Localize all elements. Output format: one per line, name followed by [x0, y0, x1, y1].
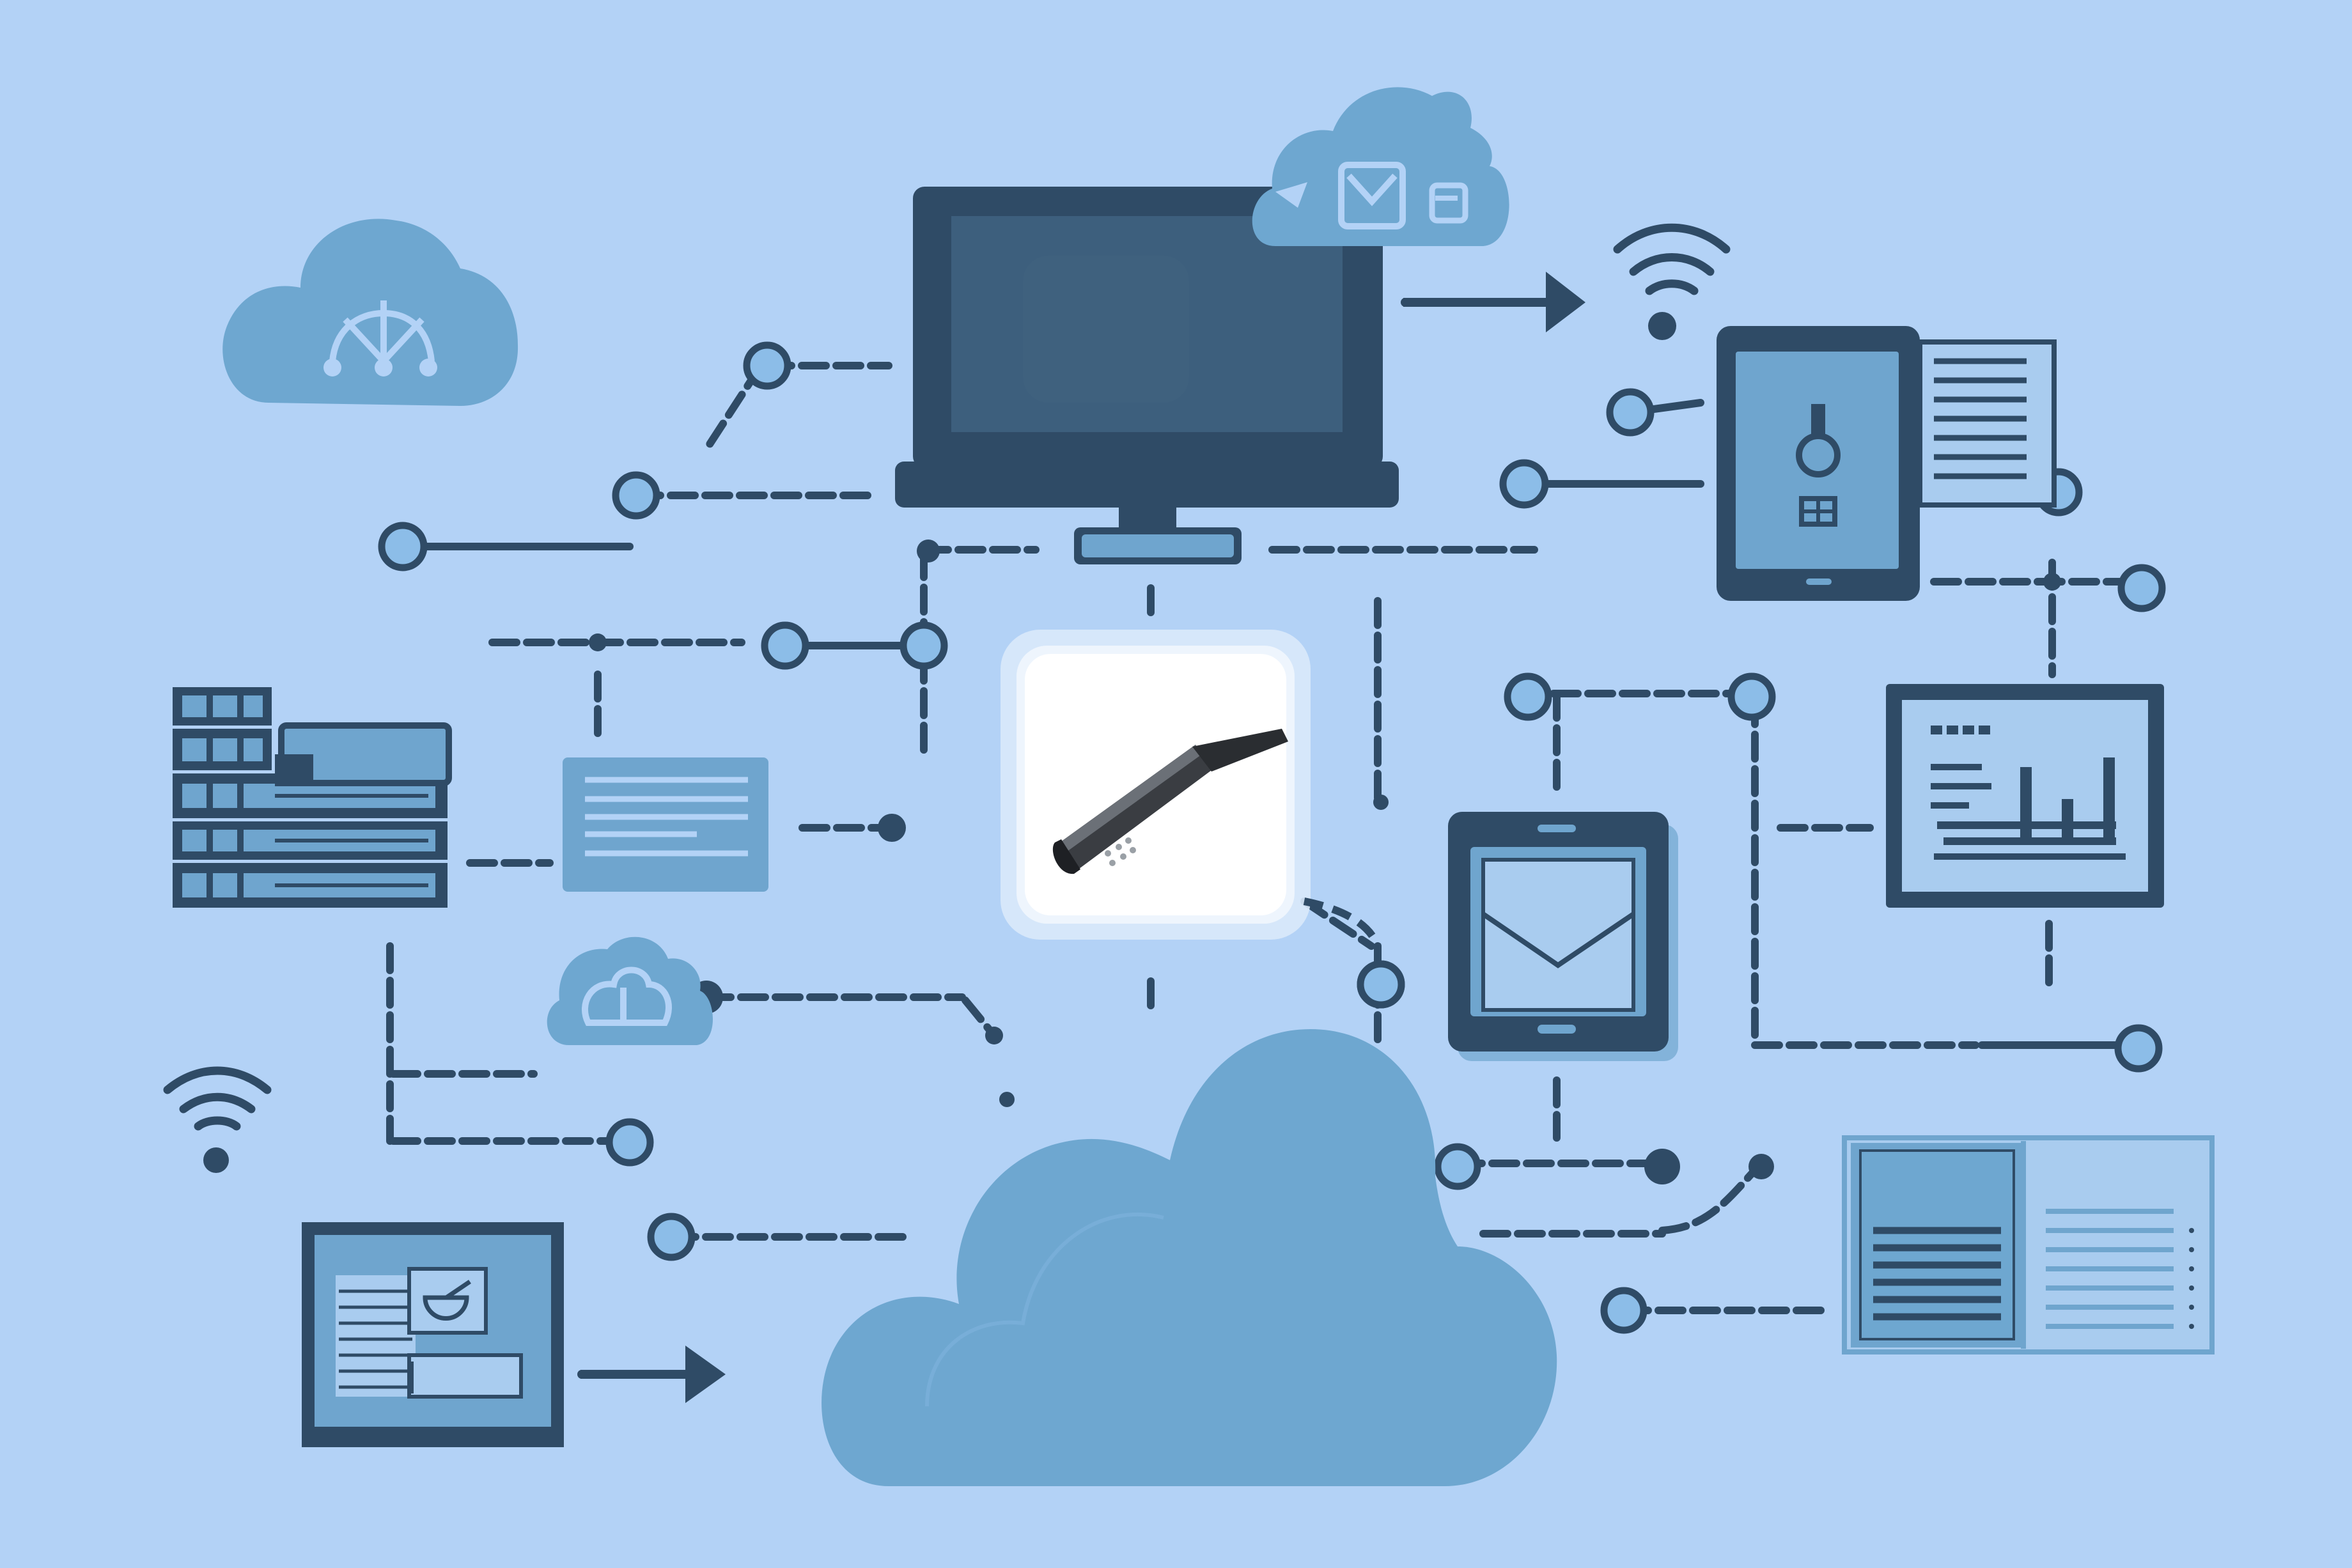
connector-node — [1357, 960, 1405, 1009]
email-tablet-icon — [1448, 812, 1678, 1061]
dashboard-monitor-icon — [302, 1222, 564, 1447]
open-book-icon — [1842, 1135, 2215, 1355]
card-link — [1303, 897, 1382, 948]
document-panel-icon — [1917, 339, 2057, 508]
wifi-icon — [163, 1066, 272, 1173]
cloud-mail-icon — [1252, 87, 1509, 246]
desktop-monitor-icon — [895, 187, 1399, 564]
sensor-probe-icon — [1052, 729, 1288, 874]
arrow-right-icon — [1403, 272, 1585, 332]
cloud-network-icon — [222, 219, 518, 406]
chart-monitor-icon — [1886, 684, 2164, 908]
wifi-icon — [1613, 223, 1731, 340]
document-panel-icon — [563, 757, 768, 892]
server-rack-icon — [173, 687, 452, 908]
tablet-icon — [1717, 326, 1920, 601]
arrow-right-icon — [580, 1346, 726, 1403]
cloud-sync-icon — [547, 936, 713, 1045]
cloud-icon — [822, 1029, 1557, 1486]
sensor-card — [1001, 630, 1311, 940]
